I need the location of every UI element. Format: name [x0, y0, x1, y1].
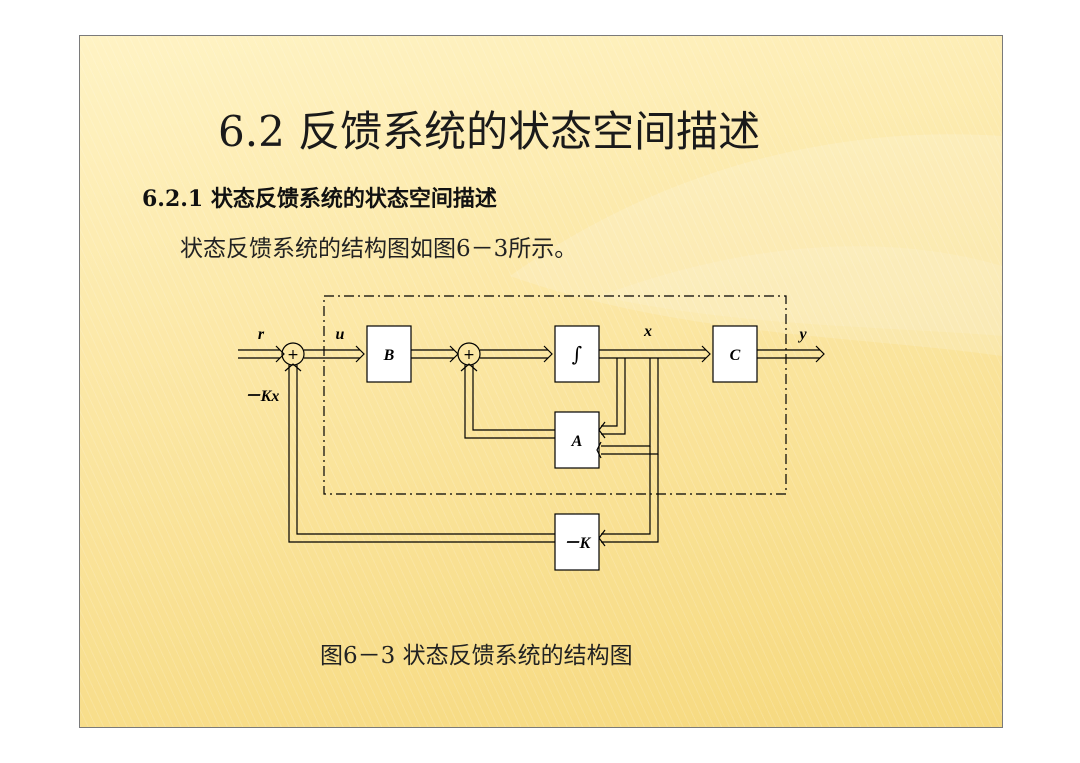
block-c-label: C	[730, 347, 741, 364]
signal-r-label: r	[258, 326, 265, 343]
background-swoosh	[510, 134, 1002, 356]
signal-x-label: x	[643, 323, 652, 340]
block-integrator	[554, 325, 600, 383]
section-heading: 6.2.1 状态反馈系统的状态空间描述	[142, 186, 497, 212]
block-b-label: B	[383, 347, 395, 364]
block-c	[712, 325, 758, 383]
block-neg-k	[554, 513, 600, 571]
plant-boundary	[323, 295, 787, 495]
block-a-label: A	[571, 433, 583, 450]
summing-sign-state: +	[463, 347, 475, 363]
block-b	[366, 325, 412, 383]
summing-junction-input	[281, 342, 305, 366]
summing-junction-state	[457, 342, 481, 366]
slide: 6.2 反馈系统的状态空间描述 6.2.1 状态反馈系统的状态空间描述 状态反馈…	[79, 35, 1003, 728]
block-neg-k-label: －K	[564, 535, 592, 552]
block-integrator-label: ∫	[572, 342, 582, 366]
body-text: 状态反馈系统的结构图如图6－3所示。	[180, 236, 578, 262]
signal-neg-kx-label: －Kx	[245, 388, 280, 405]
signal-u-label: u	[336, 326, 345, 343]
state-feedback-diagram: + + B ∫ C A －K r u x y －Kx	[238, 295, 825, 571]
block-a	[554, 411, 600, 469]
slide-title: 6.2 反馈系统的状态空间描述	[218, 107, 761, 156]
signal-y-label: y	[797, 326, 807, 343]
summing-sign-input: +	[287, 347, 299, 363]
figure-caption: 图6－3 状态反馈系统的结构图	[320, 643, 633, 669]
